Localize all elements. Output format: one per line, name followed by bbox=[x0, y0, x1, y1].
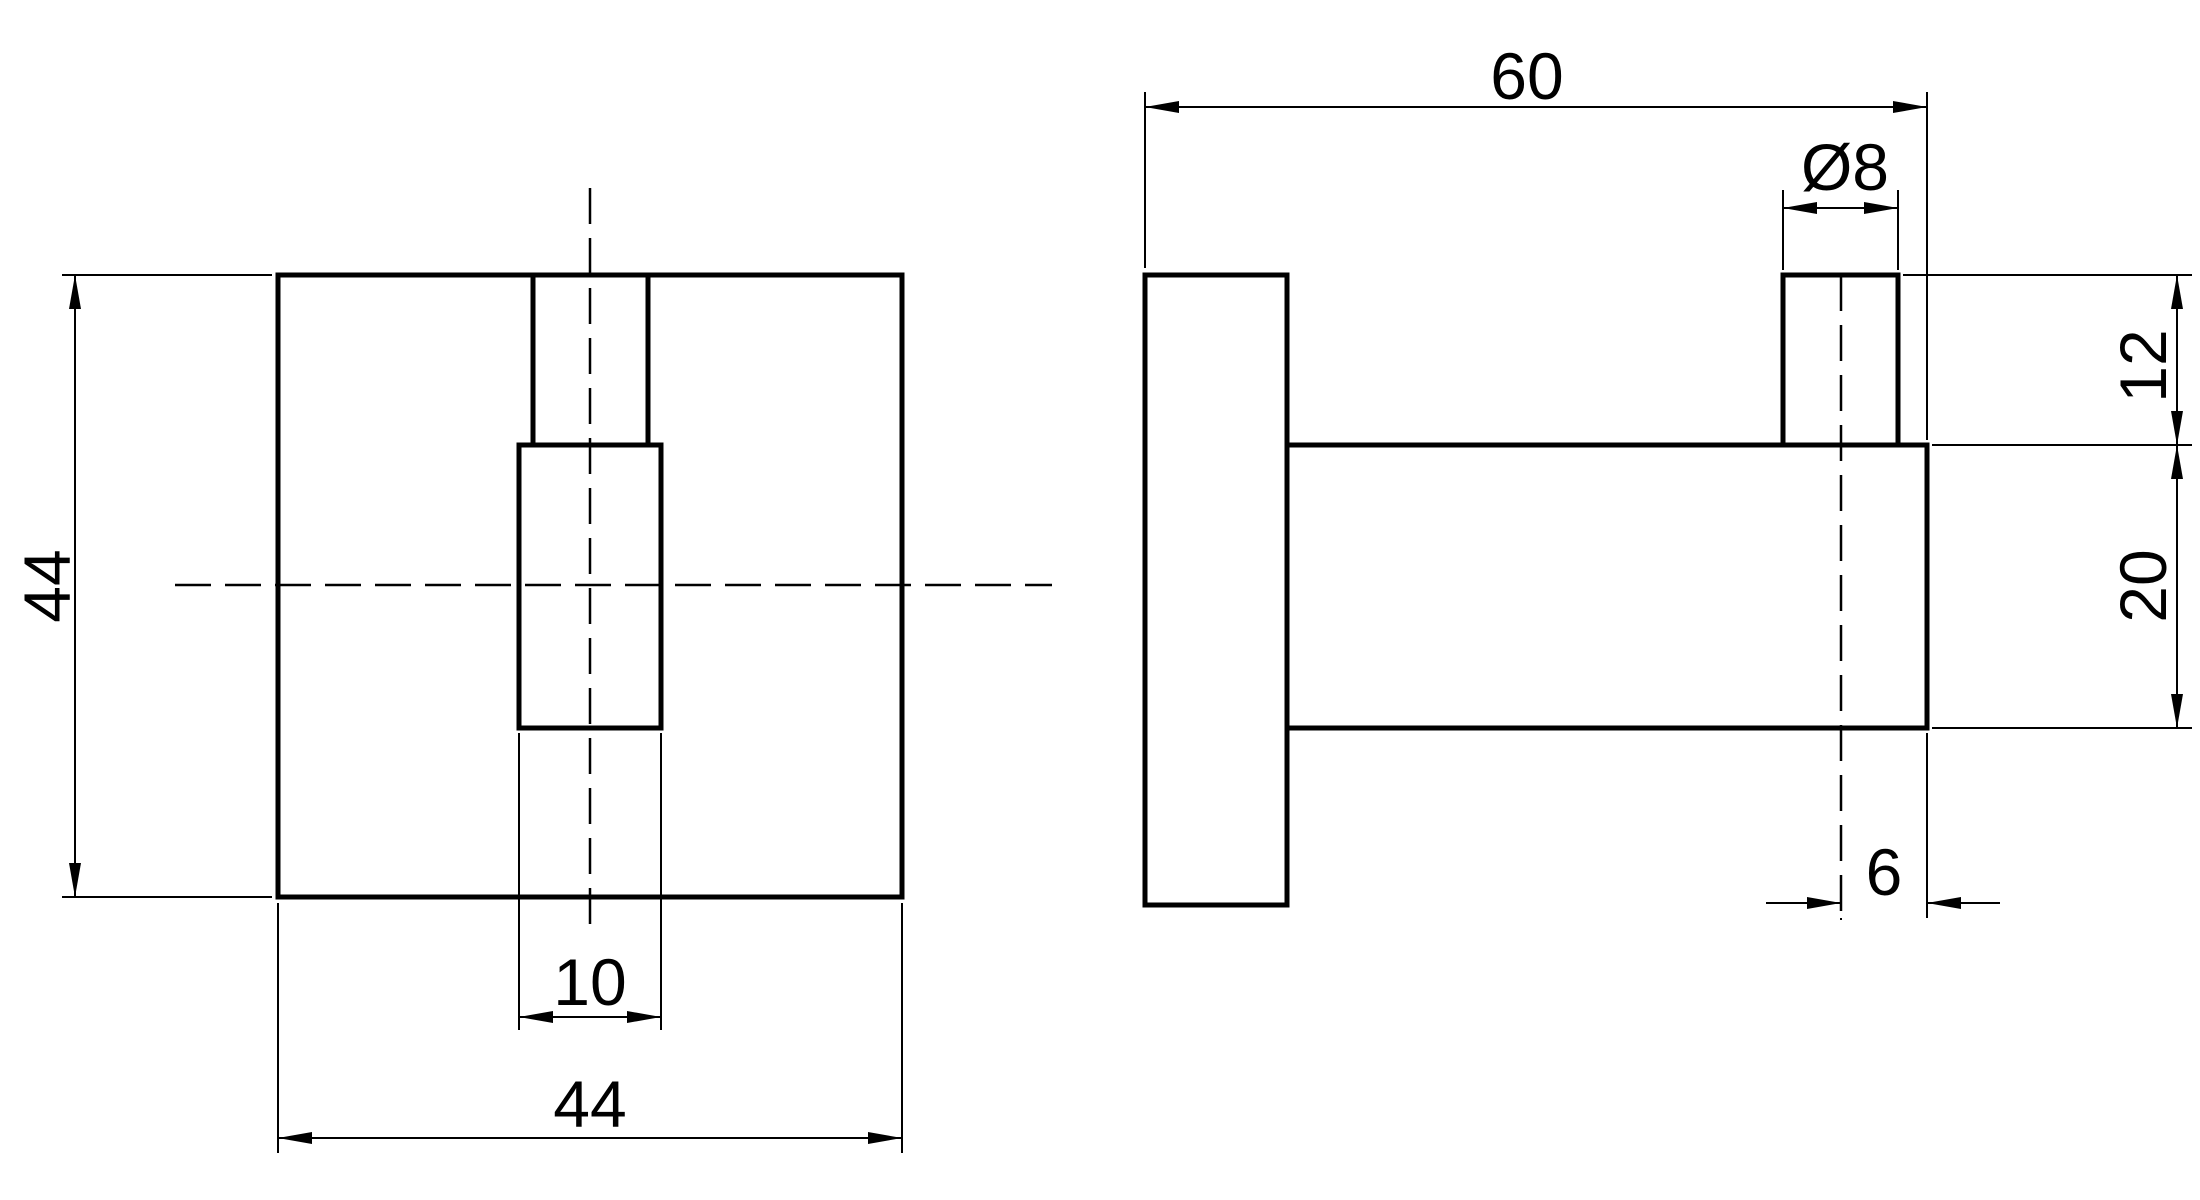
arrowhead bbox=[69, 275, 81, 309]
arrowhead bbox=[2171, 411, 2183, 445]
side-end-offset-label: 6 bbox=[1866, 835, 1903, 909]
arrowhead bbox=[2171, 275, 2183, 309]
front-view: 44 10 44 bbox=[10, 188, 1052, 1153]
front-height-dimension: 44 bbox=[10, 274, 272, 898]
arrowhead bbox=[519, 1011, 553, 1023]
arrowhead bbox=[1893, 101, 1927, 113]
side-pin-diameter-dimension: Ø8 bbox=[1782, 130, 1899, 270]
side-arm-height-label: 20 bbox=[2106, 549, 2180, 622]
arrowhead bbox=[1864, 202, 1898, 214]
side-length-label: 60 bbox=[1490, 39, 1563, 113]
arrowhead bbox=[1783, 202, 1817, 214]
front-stem-width-label: 10 bbox=[553, 945, 626, 1019]
front-width-dimension: 44 bbox=[277, 903, 903, 1153]
side-pin-outline bbox=[1780, 272, 1901, 448]
front-height-label: 44 bbox=[10, 549, 84, 622]
side-pin-diameter-label: Ø8 bbox=[1801, 130, 1889, 204]
side-length-dimension: 60 bbox=[1144, 39, 1928, 440]
side-pin-height-dimension: 12 bbox=[1903, 274, 2192, 446]
arrowhead bbox=[1145, 101, 1179, 113]
side-plate-outline bbox=[1142, 272, 1290, 908]
arrowhead bbox=[868, 1132, 902, 1144]
side-end-offset-dimension: 6 bbox=[1766, 733, 2000, 920]
front-arm-outline bbox=[516, 442, 664, 731]
arrowhead bbox=[69, 863, 81, 897]
front-stem-width-dimension: 10 bbox=[518, 733, 662, 1030]
side-pin-height-label: 12 bbox=[2106, 329, 2180, 402]
side-arm-outline bbox=[1284, 442, 1930, 731]
arrowhead bbox=[2171, 445, 2183, 479]
arrowhead bbox=[1927, 897, 1961, 909]
arrowhead bbox=[1807, 897, 1841, 909]
side-arm-height-dimension: 20 bbox=[1932, 445, 2192, 729]
side-view: 60 Ø8 12 20 bbox=[1142, 39, 2192, 920]
arrowhead bbox=[627, 1011, 661, 1023]
front-width-label: 44 bbox=[553, 1067, 626, 1141]
arrowhead bbox=[2171, 694, 2183, 728]
arrowhead bbox=[278, 1132, 312, 1144]
